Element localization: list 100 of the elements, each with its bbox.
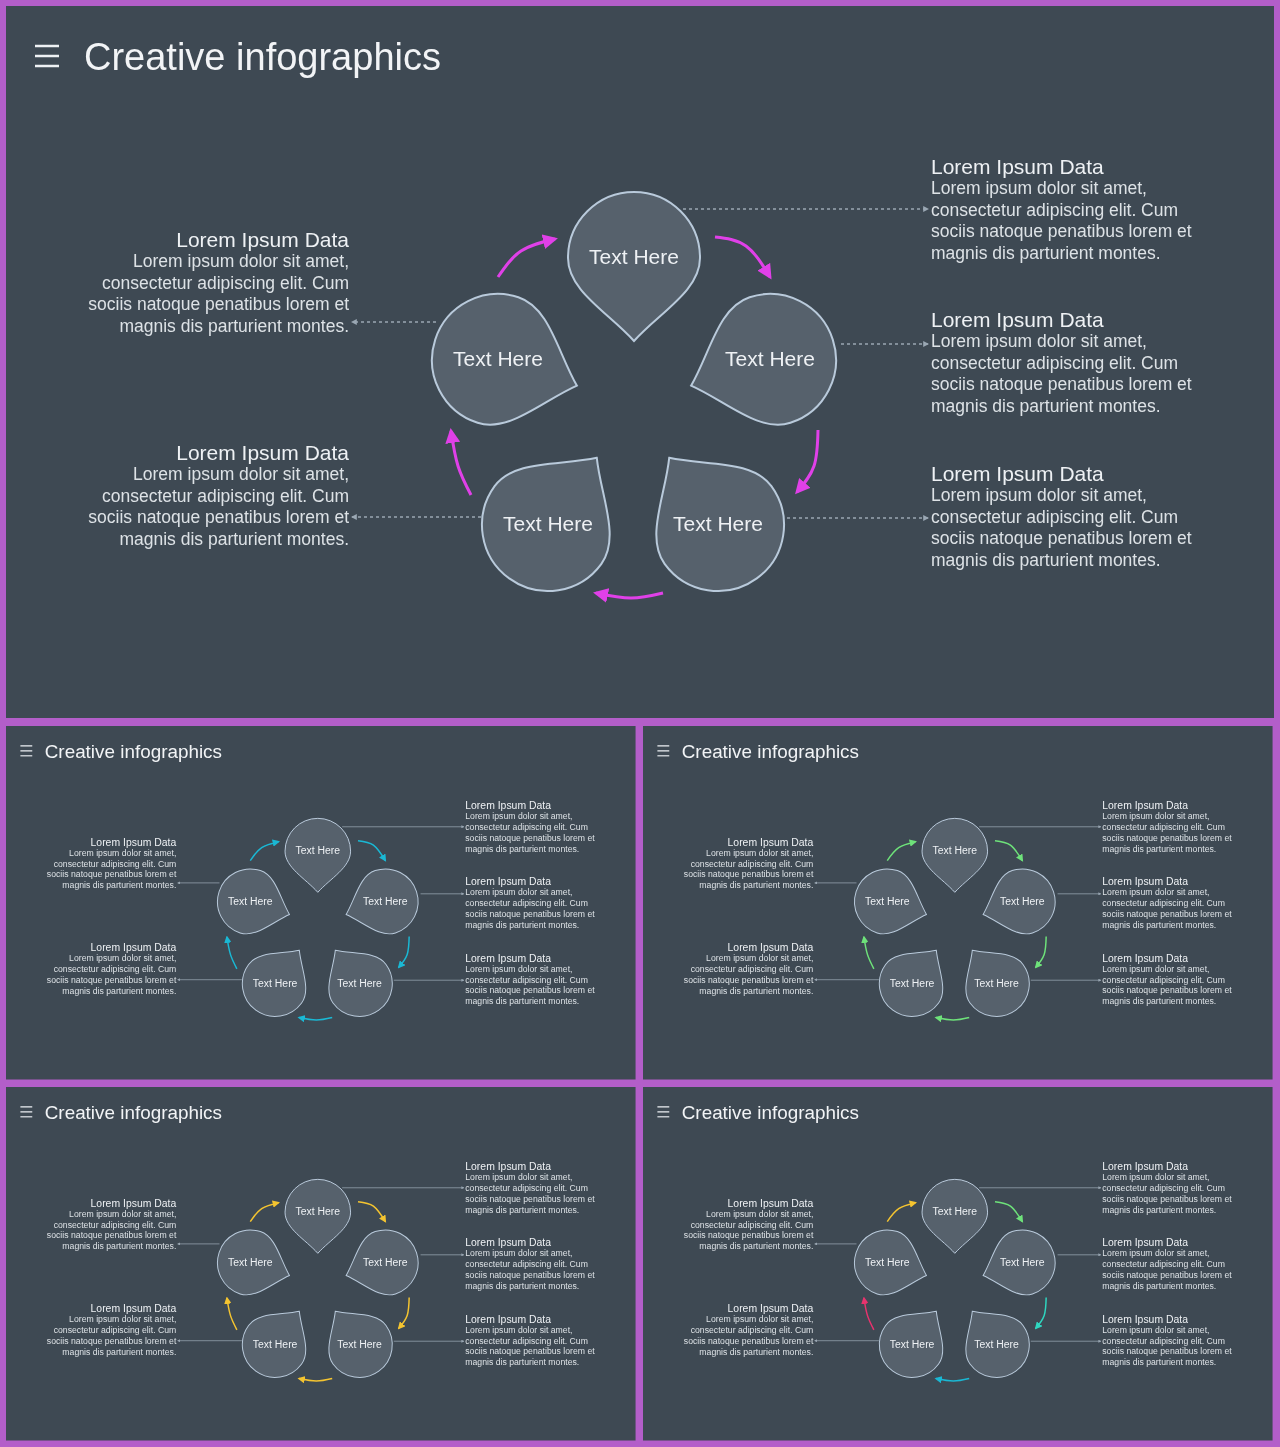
info-text: Lorem ipsum dolor sit amet, consectetur adipiscing elit. Cum sociis natoque penatibus lorem et magnis dis parturient montes. [465, 963, 596, 1007]
info-heading: Lorem Ipsum Data [175, 441, 349, 464]
arrow [297, 1376, 333, 1384]
arrow [861, 1296, 875, 1331]
info-text: Lorem ipsum dolor sit amet, consectetur adipiscing elit. Cum sociis natoque penatibus lorem et magnis dis parturient montes. [1102, 1172, 1233, 1216]
leader-line [840, 341, 930, 347]
slide-title: Creative infographics [44, 740, 222, 763]
info-text: Lorem ipsum dolor sit amet, consectetur adipiscing elit. Cum sociis natoque penatibus lorem et magnis dis parturient montes. [1102, 811, 1233, 855]
petal-label: Text Here [863, 1256, 911, 1269]
leader-line [786, 515, 930, 521]
petal-label: Text Here [294, 844, 342, 857]
arrow [297, 1015, 333, 1023]
info-text: Lorem ipsum dolor sit amet, consectetur adipiscing elit. Cum sociis natoque penatibus lorem et magnis dis parturient montes. [465, 1172, 596, 1216]
info-text: Lorem ipsum dolor sit amet, consectetur adipiscing elit. Cum sociis natoque penatibus lorem et magnis dis parturient montes. [45, 847, 177, 891]
info-heading: Lorem Ipsum Data [465, 875, 553, 888]
petal-label: Text Here [502, 512, 594, 536]
arrow [249, 839, 281, 862]
petal-label: Text Here [863, 895, 911, 908]
info-text: Lorem ipsum dolor sit amet, consectetur adipiscing elit. Cum sociis natoque penatibus lorem et magnis dis parturient montes. [1102, 887, 1233, 931]
slide-title: Creative infographics [84, 36, 441, 79]
arrow [934, 1015, 970, 1023]
info-text: Lorem ipsum dolor sit amet, consectetur adipiscing elit. Cum sociis natoque penatibus lorem et magnis dis parturient montes. [45, 1314, 177, 1358]
petal-label: Text Here [973, 977, 1020, 990]
info-text: Lorem ipsum dolor sit amet, consectetur adipiscing elit. Cum sociis natoque penatibus lorem et magnis dis parturient montes. [465, 1324, 596, 1368]
arrow [249, 1200, 281, 1223]
info-heading: Lorem Ipsum Data [465, 800, 553, 812]
petal-label: Text Here [226, 1256, 274, 1269]
petal-label: Text Here [888, 977, 936, 990]
arrow [886, 839, 918, 862]
info-heading: Lorem Ipsum Data [931, 462, 1105, 485]
arrow [994, 839, 1024, 862]
info-heading: Lorem Ipsum Data [1102, 875, 1190, 888]
info-text: Lorem ipsum dolor sit amet, consectetur adipiscing elit. Cum sociis natoque penatibus lorem et magnis dis parturient montes. [931, 331, 1193, 417]
info-text: Lorem ipsum dolor sit amet, consectetur adipiscing elit. Cum sociis natoque penatibus lorem et magnis dis parturient montes. [682, 847, 814, 891]
arrow [224, 935, 238, 970]
arrow [795, 429, 820, 495]
info-text: Lorem ipsum dolor sit amet, consectetur adipiscing elit. Cum sociis natoque penatibus lorem et magnis dis parturient montes. [45, 953, 177, 997]
petal-label: Text Here [931, 844, 979, 857]
info-heading: Lorem Ipsum Data [89, 836, 177, 848]
info-heading: Lorem Ipsum Data [1102, 1161, 1190, 1173]
arrow [357, 1200, 387, 1223]
info-heading: Lorem Ipsum Data [89, 1303, 177, 1315]
info-text: Lorem ipsum dolor sit amet, consectetur adipiscing elit. Cum sociis natoque penatibus lorem et magnis dis parturient montes. [465, 1248, 596, 1292]
info-text: Lorem ipsum dolor sit amet, consectetur adipiscing elit. Cum sociis natoque penatibus lorem et magnis dis parturient montes. [682, 1208, 814, 1252]
info-text: Lorem ipsum dolor sit amet, consectetur adipiscing elit. Cum sociis natoque penatibus lorem et magnis dis parturient montes. [1102, 963, 1233, 1007]
info-heading: Lorem Ipsum Data [465, 1236, 553, 1249]
info-heading: Lorem Ipsum Data [931, 155, 1105, 178]
arrow [886, 1200, 918, 1223]
petal-label: Text Here [294, 1205, 342, 1218]
arrow [861, 935, 875, 970]
arrow [397, 935, 410, 969]
slide-panel [6, 726, 636, 1080]
slide-panel [6, 6, 1274, 718]
arrow [357, 839, 387, 862]
petal-label: Text Here [588, 245, 680, 269]
arrow [593, 588, 664, 603]
petal-label: Text Here [336, 977, 383, 990]
info-heading: Lorem Ipsum Data [931, 308, 1105, 331]
petal-label: Text Here [888, 1338, 936, 1351]
slide-panel [6, 1087, 636, 1441]
arrow [496, 234, 558, 278]
petal-label: Text Here [336, 1338, 383, 1351]
slide-panel [643, 726, 1273, 1080]
arrow [397, 1296, 410, 1330]
leader-line [350, 514, 482, 520]
info-text: Lorem ipsum dolor sit amet, consectetur adipiscing elit. Cum sociis natoque penatibus lorem et magnis dis parturient montes. [87, 464, 349, 550]
info-heading: Lorem Ipsum Data [1102, 1236, 1190, 1249]
petal-label: Text Here [724, 347, 816, 371]
petal-label: Text Here [973, 1338, 1020, 1351]
info-heading: Lorem Ipsum Data [726, 942, 814, 954]
info-heading: Lorem Ipsum Data [726, 836, 814, 848]
petal-label: Text Here [251, 1338, 299, 1351]
info-text: Lorem ipsum dolor sit amet, consectetur adipiscing elit. Cum sociis natoque penatibus lorem et magnis dis parturient montes. [87, 251, 349, 337]
info-heading: Lorem Ipsum Data [1102, 800, 1190, 812]
arrow [1034, 1296, 1047, 1330]
arrow [934, 1376, 970, 1384]
petal-label: Text Here [999, 1256, 1046, 1269]
petal-label: Text Here [362, 895, 409, 908]
info-heading: Lorem Ipsum Data [89, 1197, 177, 1209]
info-text: Lorem ipsum dolor sit amet, consectetur adipiscing elit. Cum sociis natoque penatibus lorem et magnis dis parturient montes. [465, 887, 596, 931]
arrow [714, 235, 772, 280]
arrow [445, 428, 473, 496]
info-text: Lorem ipsum dolor sit amet, consectetur adipiscing elit. Cum sociis natoque penatibus lorem et magnis dis parturient montes. [1102, 1248, 1233, 1292]
info-text: Lorem ipsum dolor sit amet, consectetur adipiscing elit. Cum sociis natoque penatibus lorem et magnis dis parturient montes. [465, 811, 596, 855]
slide-title: Creative infographics [681, 740, 859, 763]
info-heading: Lorem Ipsum Data [1102, 1313, 1190, 1325]
petal-label: Text Here [362, 1256, 409, 1269]
petal-label: Text Here [226, 895, 274, 908]
petal-label: Text Here [672, 512, 764, 536]
arrow [994, 1200, 1024, 1223]
petal-label: Text Here [931, 1205, 979, 1218]
info-heading: Lorem Ipsum Data [89, 942, 177, 954]
info-text: Lorem ipsum dolor sit amet, consectetur adipiscing elit. Cum sociis natoque penatibus lorem et magnis dis parturient montes. [682, 953, 814, 997]
slide-panel [643, 1087, 1273, 1441]
info-text: Lorem ipsum dolor sit amet, consectetur adipiscing elit. Cum sociis natoque penatibus lorem et magnis dis parturient montes. [931, 178, 1193, 264]
slide-title: Creative infographics [681, 1101, 859, 1124]
info-heading: Lorem Ipsum Data [465, 952, 553, 964]
info-heading: Lorem Ipsum Data [465, 1313, 553, 1325]
info-text: Lorem ipsum dolor sit amet, consectetur adipiscing elit. Cum sociis natoque penatibus lorem et magnis dis parturient montes. [1102, 1324, 1233, 1368]
slide-title: Creative infographics [44, 1101, 222, 1124]
